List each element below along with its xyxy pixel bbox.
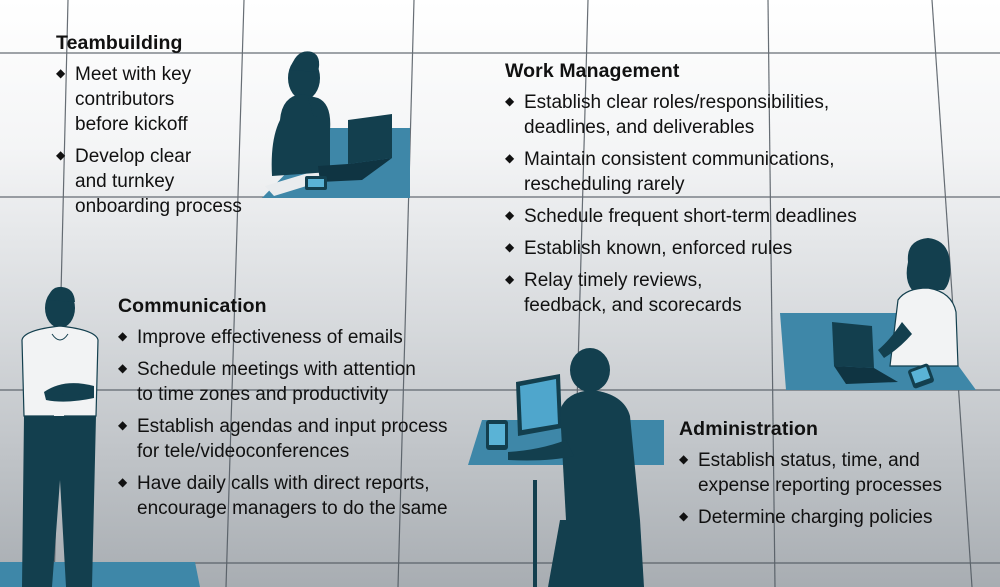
list-item-text: Determine charging policies: [698, 507, 933, 528]
communication-list: Improve effectiveness of emails Schedule…: [118, 325, 483, 521]
list-item: Schedule frequent short-term deadlines: [505, 204, 895, 229]
list-item: Maintain consistent communications, resc…: [505, 147, 895, 197]
list-item: Improve effectiveness of emails: [118, 325, 483, 350]
list-item-text: Establish known, enforced rules: [524, 238, 793, 259]
work-management-section: Work Management Establish clear roles/re…: [505, 60, 895, 325]
administration-title: Administration: [679, 418, 818, 440]
administration-list: Establish status, time, and expense repo…: [679, 448, 989, 530]
list-item: Relay timely reviews, feedback, and scor…: [505, 268, 895, 318]
administration-section: Administration Establish status, time, a…: [679, 418, 989, 537]
list-item-text: encourage managers to do the same: [137, 498, 448, 519]
list-item-text: feedback, and scorecards: [524, 295, 742, 316]
list-item-text: onboarding process: [75, 196, 242, 217]
teambuilding-section: Teambuilding Meet with key contributors …: [56, 32, 286, 226]
list-item-text: Maintain consistent communications,: [524, 149, 835, 170]
list-item: Establish known, enforced rules: [505, 236, 895, 261]
list-item: Establish status, time, and expense repo…: [679, 448, 989, 498]
list-item-text: Meet with key: [75, 64, 192, 85]
list-item-text: Schedule meetings with attention: [137, 359, 416, 380]
list-item: Establish clear roles/responsibilities, …: [505, 90, 895, 140]
work-management-list: Establish clear roles/responsibilities, …: [505, 90, 895, 318]
list-item-text: before kickoff: [75, 114, 188, 135]
list-item-text: rescheduling rarely: [524, 174, 685, 195]
list-item: Schedule meetings with attention to time…: [118, 357, 483, 407]
woman-desk-silhouette: [780, 238, 976, 390]
work-management-title: Work Management: [505, 60, 680, 82]
list-item-text: contributors: [75, 89, 175, 110]
list-item-text: to time zones and productivity: [137, 384, 389, 405]
list-item-text: Improve effectiveness of emails: [137, 327, 403, 348]
teambuilding-title: Teambuilding: [56, 32, 183, 54]
list-item-text: expense reporting processes: [698, 475, 942, 496]
list-item: Determine charging policies: [679, 505, 989, 530]
teambuilding-list: Meet with key contributors before kickof…: [56, 62, 286, 219]
list-item-text: deadlines, and deliverables: [524, 117, 755, 138]
list-item-text: Relay timely reviews,: [524, 270, 703, 291]
man-desk-silhouette: [468, 348, 664, 587]
list-item-text: and turnkey: [75, 171, 175, 192]
list-item-text: for tele/videoconferences: [137, 441, 350, 462]
list-item-text: Establish clear roles/responsibilities,: [524, 92, 830, 113]
list-item: Meet with key contributors before kickof…: [56, 62, 286, 137]
list-item: Have daily calls with direct reports, en…: [118, 471, 483, 521]
man-standing-silhouette: [0, 286, 200, 587]
list-item-text: Establish status, time, and: [698, 450, 920, 471]
communication-section: Communication Improve effectiveness of e…: [118, 295, 483, 528]
list-item-text: Schedule frequent short-term deadlines: [524, 206, 857, 227]
list-item: Develop clear and turnkey onboarding pro…: [56, 144, 286, 219]
list-item: Establish agendas and input process for …: [118, 414, 483, 464]
list-item-text: Develop clear: [75, 146, 192, 167]
communication-title: Communication: [118, 295, 267, 317]
woman-laptop-silhouette: [262, 51, 410, 198]
list-item-text: Establish agendas and input process: [137, 416, 448, 437]
list-item-text: Have daily calls with direct reports,: [137, 473, 430, 494]
